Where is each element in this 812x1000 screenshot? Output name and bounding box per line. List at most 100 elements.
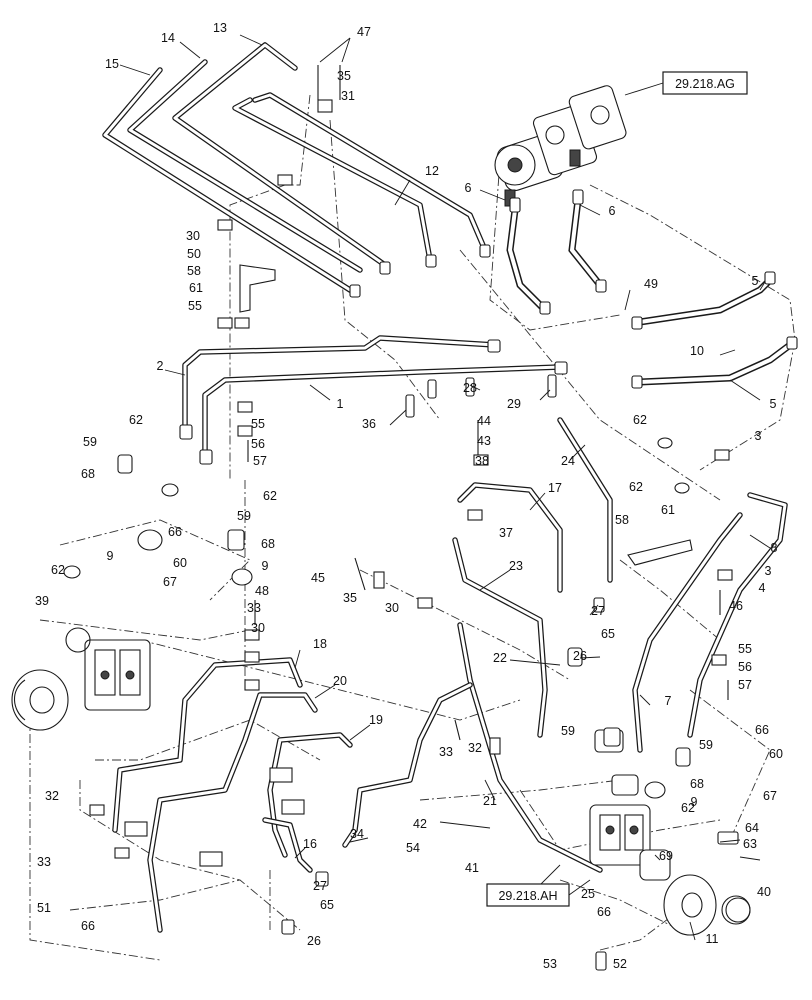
callout-number[interactable]: 7 xyxy=(665,694,672,708)
callout-number[interactable]: 35 xyxy=(343,591,357,605)
callout-number[interactable]: 56 xyxy=(738,660,752,674)
callout-number[interactable]: 59 xyxy=(561,724,575,738)
callout-number[interactable]: 9 xyxy=(691,795,698,809)
callout-number[interactable]: 64 xyxy=(745,821,759,835)
reference-box-ah[interactable]: 29.218.AH xyxy=(486,883,570,907)
callout-number[interactable]: 62 xyxy=(629,480,643,494)
callout-number[interactable]: 27 xyxy=(313,879,327,893)
callout-number[interactable]: 27 xyxy=(591,604,605,618)
callout-number[interactable]: 62 xyxy=(129,413,143,427)
callout-number[interactable]: 65 xyxy=(601,627,615,641)
callout-number[interactable]: 68 xyxy=(690,777,704,791)
callout-number[interactable]: 66 xyxy=(755,723,769,737)
callout-number[interactable]: 66 xyxy=(81,919,95,933)
callout-number[interactable]: 60 xyxy=(173,556,187,570)
callout-number[interactable]: 58 xyxy=(615,513,629,527)
callout-number[interactable]: 51 xyxy=(37,901,51,915)
callout-number[interactable]: 59 xyxy=(699,738,713,752)
callout-number[interactable]: 33 xyxy=(439,745,453,759)
callout-number[interactable]: 52 xyxy=(613,957,627,971)
callout-number[interactable]: 15 xyxy=(105,57,119,71)
callout-number[interactable]: 69 xyxy=(659,849,673,863)
callout-number[interactable]: 39 xyxy=(35,594,49,608)
callout-number[interactable]: 54 xyxy=(406,841,420,855)
callout-number[interactable]: 47 xyxy=(357,25,371,39)
callout-number[interactable]: 22 xyxy=(493,651,507,665)
callout-number[interactable]: 26 xyxy=(573,649,587,663)
callout-number[interactable]: 49 xyxy=(644,277,658,291)
callout-number[interactable]: 38 xyxy=(475,454,489,468)
callout-number[interactable]: 46 xyxy=(729,599,743,613)
callout-number[interactable]: 30 xyxy=(385,601,399,615)
callout-number[interactable]: 45 xyxy=(311,571,325,585)
callout-number[interactable]: 11 xyxy=(706,932,719,946)
callout-number[interactable]: 68 xyxy=(261,537,275,551)
callout-number[interactable]: 55 xyxy=(251,417,265,431)
callout-number[interactable]: 30 xyxy=(186,229,200,243)
callout-number[interactable]: 66 xyxy=(597,905,611,919)
callout-number[interactable]: 1 xyxy=(337,397,344,411)
callout-number[interactable]: 66 xyxy=(168,525,182,539)
callout-number[interactable]: 12 xyxy=(425,164,439,178)
callout-number[interactable]: 25 xyxy=(581,887,595,901)
callout-number[interactable]: 65 xyxy=(320,898,334,912)
callout-number[interactable]: 34 xyxy=(350,827,364,841)
callout-number[interactable]: 57 xyxy=(738,678,752,692)
callout-number[interactable]: 63 xyxy=(743,837,757,851)
callout-number[interactable]: 10 xyxy=(690,344,704,358)
callout-number[interactable]: 60 xyxy=(769,747,783,761)
callout-number[interactable]: 23 xyxy=(509,559,523,573)
callout-number[interactable]: 21 xyxy=(483,794,497,808)
callout-number[interactable]: 42 xyxy=(413,817,427,831)
callout-number[interactable]: 50 xyxy=(187,247,201,261)
callout-number[interactable]: 2 xyxy=(157,359,164,373)
callout-number[interactable]: 58 xyxy=(187,264,201,278)
callout-number[interactable]: 6 xyxy=(465,181,472,195)
callout-number[interactable]: 44 xyxy=(477,414,491,428)
callout-number[interactable]: 43 xyxy=(477,434,491,448)
callout-number[interactable]: 67 xyxy=(763,789,777,803)
callout-number[interactable]: 67 xyxy=(163,575,177,589)
callout-number[interactable]: 56 xyxy=(251,437,265,451)
callout-number[interactable]: 19 xyxy=(369,713,383,727)
callout-number[interactable]: 8 xyxy=(771,541,778,555)
callout-number[interactable]: 41 xyxy=(465,861,479,875)
callout-number[interactable]: 62 xyxy=(633,413,647,427)
callout-number[interactable]: 55 xyxy=(188,299,202,313)
callout-number[interactable]: 24 xyxy=(561,454,575,468)
callout-number[interactable]: 5 xyxy=(770,397,777,411)
callout-number[interactable]: 48 xyxy=(255,584,269,598)
callout-number[interactable]: 62 xyxy=(681,801,695,815)
callout-number[interactable]: 61 xyxy=(661,503,675,517)
callout-number[interactable]: 16 xyxy=(303,837,317,851)
callout-number[interactable]: 3 xyxy=(765,564,772,578)
callout-number[interactable]: 26 xyxy=(307,934,321,948)
callout-number[interactable]: 32 xyxy=(45,789,59,803)
callout-number[interactable]: 33 xyxy=(37,855,51,869)
callout-number[interactable]: 13 xyxy=(213,21,227,35)
callout-number[interactable]: 4 xyxy=(759,581,766,595)
callout-number[interactable]: 62 xyxy=(51,563,65,577)
callout-number[interactable]: 35 xyxy=(337,69,351,83)
callout-number[interactable]: 9 xyxy=(107,549,114,563)
callout-number[interactable]: 32 xyxy=(468,741,482,755)
callout-number[interactable]: 14 xyxy=(161,31,175,45)
callout-number[interactable]: 3 xyxy=(755,429,762,443)
callout-number[interactable]: 40 xyxy=(757,885,771,899)
callout-number[interactable]: 6 xyxy=(609,204,616,218)
callout-number[interactable]: 18 xyxy=(313,637,327,651)
callout-number[interactable]: 36 xyxy=(362,417,376,431)
callout-number[interactable]: 57 xyxy=(253,454,267,468)
callout-number[interactable]: 9 xyxy=(262,559,269,573)
callout-number[interactable]: 30 xyxy=(251,621,265,635)
callout-number[interactable]: 33 xyxy=(247,601,261,615)
callout-number[interactable]: 31 xyxy=(341,89,355,103)
callout-number[interactable]: 28 xyxy=(463,381,477,395)
callout-number[interactable]: 17 xyxy=(548,481,562,495)
callout-number[interactable]: 68 xyxy=(81,467,95,481)
callout-number[interactable]: 20 xyxy=(333,674,347,688)
callout-number[interactable]: 62 xyxy=(263,489,277,503)
callout-number[interactable]: 53 xyxy=(543,957,557,971)
reference-box-ag[interactable]: 29.218.AG xyxy=(662,71,748,95)
callout-number[interactable]: 55 xyxy=(738,642,752,656)
